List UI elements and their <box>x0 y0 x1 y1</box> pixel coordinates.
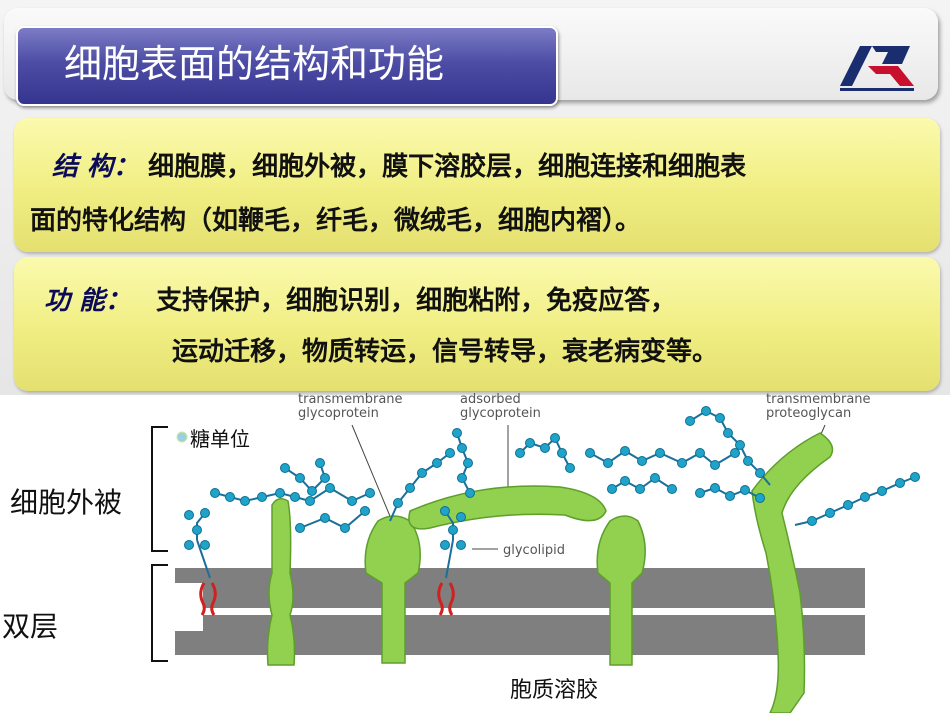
pointer-lines <box>351 424 826 550</box>
function-text-1: 支持保护，细胞识别，细胞粘附，免疫应答， <box>156 286 677 316</box>
structure-line-1: 结 构： 细胞膜，细胞外被，膜下溶胶层，细胞连接和细胞表 <box>52 150 746 184</box>
function-text-2: 运动迁移，物质转运，信号转导，衰老病变等。 <box>172 337 719 367</box>
label-transmembrane-glycoprotein-1: transmembrane <box>298 393 403 407</box>
label-proteoglycan-1: transmembrane <box>766 393 871 407</box>
glycolipid-right <box>437 539 455 616</box>
label-proteoglycan-2: proteoglycan <box>766 406 851 421</box>
glycolipid-left <box>196 539 217 616</box>
label-adsorbed-glycoprotein-2: glycoprotein <box>460 406 541 421</box>
title-box: 细胞表面的结构和功能 <box>16 26 558 106</box>
slide-top-area: 细胞表面的结构和功能 结 构： 细胞膜，细胞外被，膜下溶胶层，细胞连接和细胞表 … <box>0 0 950 395</box>
diagram-canvas: transmembrane glycoprotein adsorbed glyc… <box>151 392 920 714</box>
structure-box: 结 构： 细胞膜，细胞外被，膜下溶胶层，细胞连接和细胞表 面的特化结构（如鞭毛，… <box>14 118 940 252</box>
function-label: 功 能： <box>44 286 132 316</box>
label-transmembrane-glycoprotein-2: glycoprotein <box>298 406 379 421</box>
protein-left <box>266 498 296 666</box>
structure-text-1: 细胞膜，细胞外被，膜下溶胶层，细胞连接和细胞表 <box>148 152 747 182</box>
structure-text-2: 面的特化结构（如鞭毛，纤毛，微绒毛，细胞内褶）。 <box>30 206 642 236</box>
transmembrane-glycoprotein <box>364 515 421 664</box>
protein-right <box>596 515 646 666</box>
label-cytosol: 胞质溶胶 <box>510 678 598 703</box>
function-line-1: 功 能： 支持保护，细胞识别，细胞粘附，免疫应答， <box>44 284 676 318</box>
label-adsorbed-glycoprotein-1: adsorbed <box>460 393 521 407</box>
function-box: 功 能： 支持保护，细胞识别，细胞粘附，免疫应答， 运动迁移，物质转运，信号转导… <box>14 257 940 391</box>
adsorbed-glycoprotein <box>408 485 607 530</box>
membrane-proteins <box>266 432 834 714</box>
sugar-units <box>176 406 920 550</box>
transmembrane-proteoglycan <box>751 432 834 714</box>
title-bar: 细胞表面的结构和功能 <box>4 8 938 106</box>
label-sugar-unit: 糖单位 <box>190 427 250 451</box>
label-cell-coat: 细胞外被 <box>10 486 123 519</box>
label-glycolipid: glycolipid <box>503 543 565 558</box>
slide-title: 细胞表面的结构和功能 <box>64 42 445 86</box>
bilayer-bracket <box>151 564 168 662</box>
membrane-diagram: transmembrane glycoprotein adsorbed glyc… <box>0 392 950 714</box>
label-bilayer: 双层 <box>2 610 59 643</box>
logo-icon <box>840 46 914 91</box>
cell-coat-bracket <box>151 426 168 552</box>
structure-label: 结 构： <box>52 152 140 182</box>
diagram-english-labels: transmembrane glycoprotein adsorbed glyc… <box>298 392 871 558</box>
